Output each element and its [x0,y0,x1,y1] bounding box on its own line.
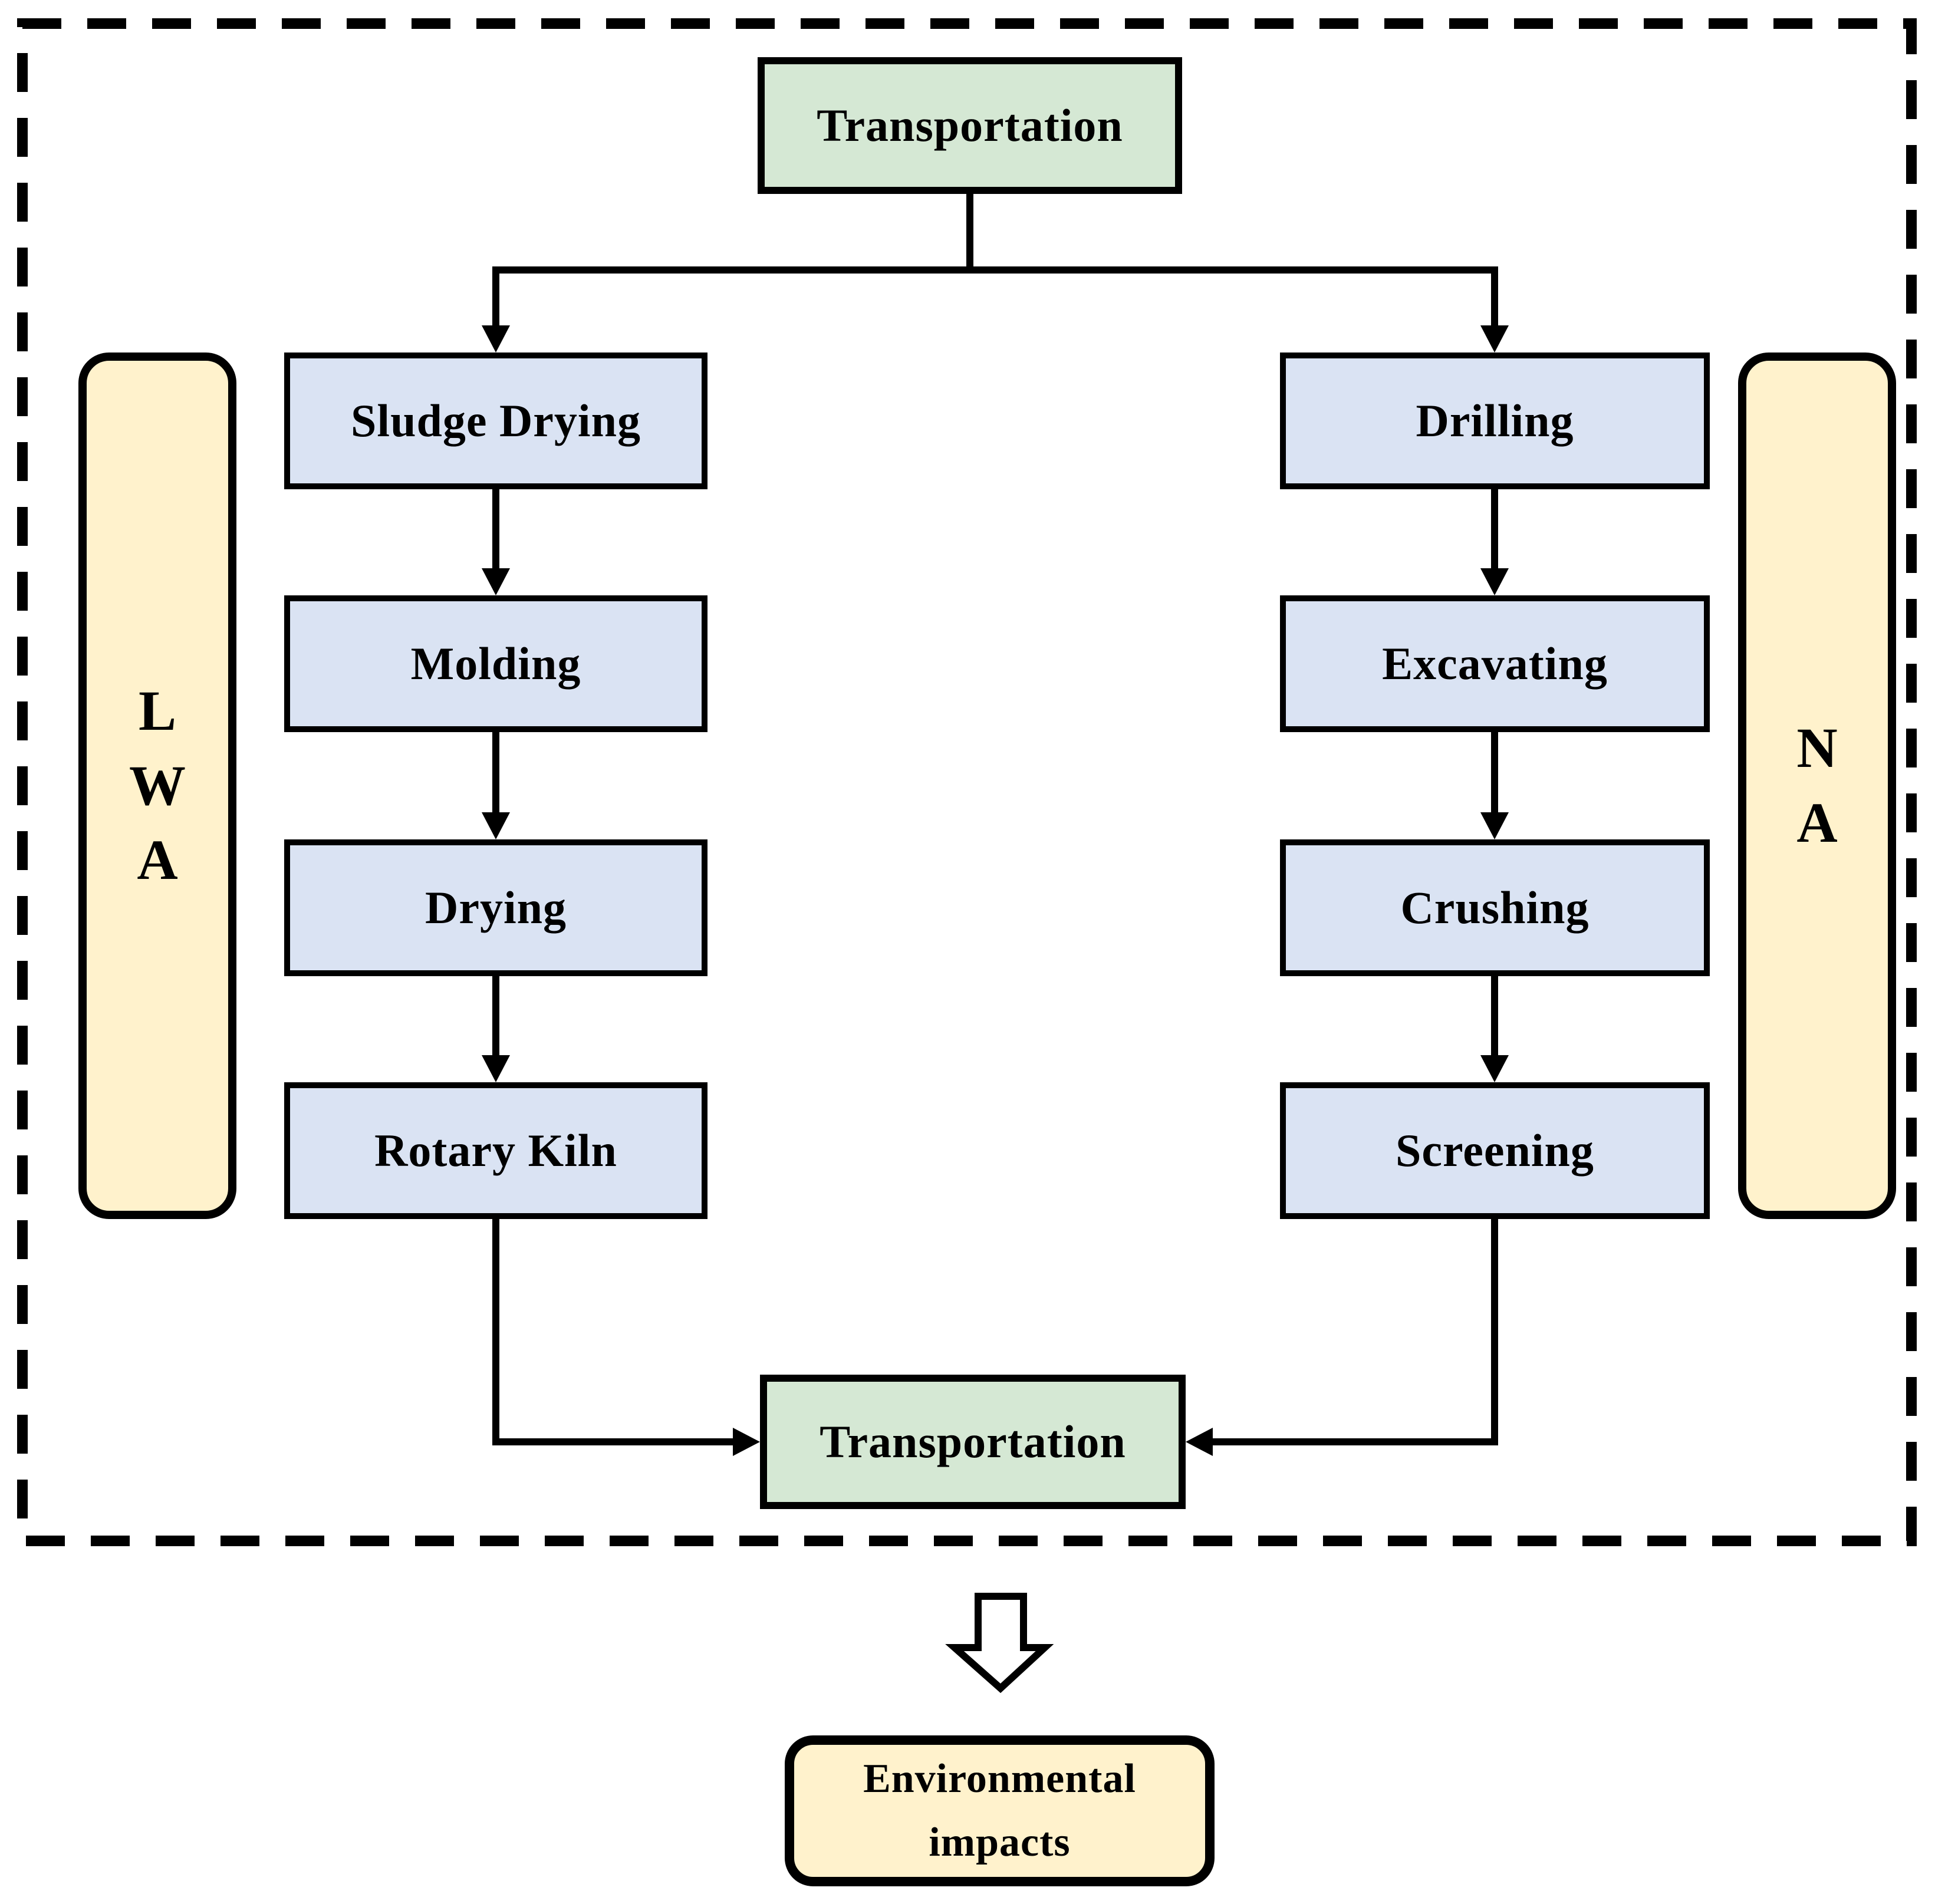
lwa-letter-w: W [129,753,186,817]
lwa-letter-a: A [137,828,178,892]
block-down-arrow [945,1593,1054,1694]
step-drying: Drying [284,839,707,976]
environmental-impacts-line1: Environmental [863,1755,1136,1801]
na-letter-a: A [1796,791,1838,854]
bottom-transportation-box: Transportation [760,1375,1186,1509]
screening-to-transport-connector [1209,1219,1498,1445]
lwa-letter-l: L [138,678,177,742]
environmental-impacts-line2: impacts [929,1820,1071,1865]
branch-connector [492,194,1498,330]
environmental-impacts-box: Environmental impacts [785,1735,1215,1886]
arrowhead-to-rotary-kiln [482,1055,510,1082]
step-rotary-kiln: Rotary Kiln [284,1082,707,1219]
arrowhead-to-drilling [1480,325,1509,353]
arrowhead-to-drying [482,812,510,839]
arrowhead-to-crushing [1480,812,1509,839]
na-group-label: N A [1738,353,1896,1219]
step-drilling: Drilling [1280,353,1710,489]
na-letter-n: N [1796,716,1838,780]
arrowhead-right-into-transport [1186,1428,1213,1456]
arrowhead-left-into-transport [733,1428,760,1456]
step-screening: Screening [1280,1082,1710,1219]
arrowhead-to-sludge-drying [482,325,510,353]
step-molding: Molding [284,595,707,732]
arrowhead-to-screening [1480,1055,1509,1082]
lwa-group-label: L W A [78,353,236,1219]
step-excavating: Excavating [1280,595,1710,732]
arrowhead-to-excavating [1480,568,1509,595]
step-crushing: Crushing [1280,839,1710,976]
arrowhead-to-molding [482,568,510,595]
top-transportation-box: Transportation [758,57,1182,194]
step-sludge-drying: Sludge Drying [284,353,707,489]
rotary-kiln-to-transport-connector [492,1219,736,1445]
system-boundary-dashed-border [17,18,1917,1546]
